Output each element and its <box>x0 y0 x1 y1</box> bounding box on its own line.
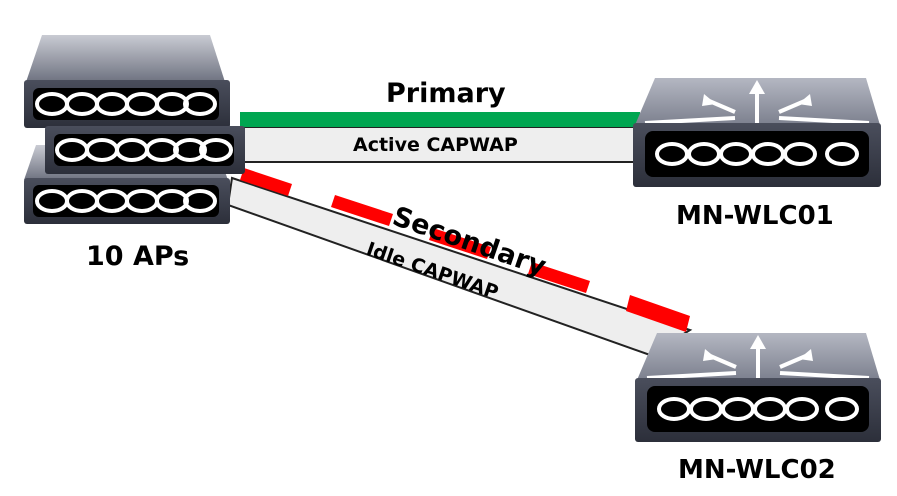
controller-arrows-icon <box>646 335 870 380</box>
primary-link <box>240 112 640 163</box>
access-points-label: 10 APs <box>86 241 190 272</box>
wlc02-label: MN-WLC02 <box>678 455 836 485</box>
wlc02-controller <box>635 333 881 442</box>
secondary-link-dashes <box>240 168 690 332</box>
secondary-link <box>226 168 693 357</box>
active-capwap-label: Active CAPWAP <box>353 134 518 156</box>
wlc01-label: MN-WLC01 <box>676 201 834 231</box>
wlc01-controller <box>633 78 881 187</box>
idle-capwap-tunnel <box>226 176 693 357</box>
access-point <box>24 35 230 128</box>
primary-link-bar <box>240 112 640 127</box>
controller-arrows-icon <box>644 80 870 125</box>
primary-link-title: Primary <box>386 78 506 109</box>
access-point-stack <box>24 35 245 224</box>
access-point <box>45 126 245 174</box>
